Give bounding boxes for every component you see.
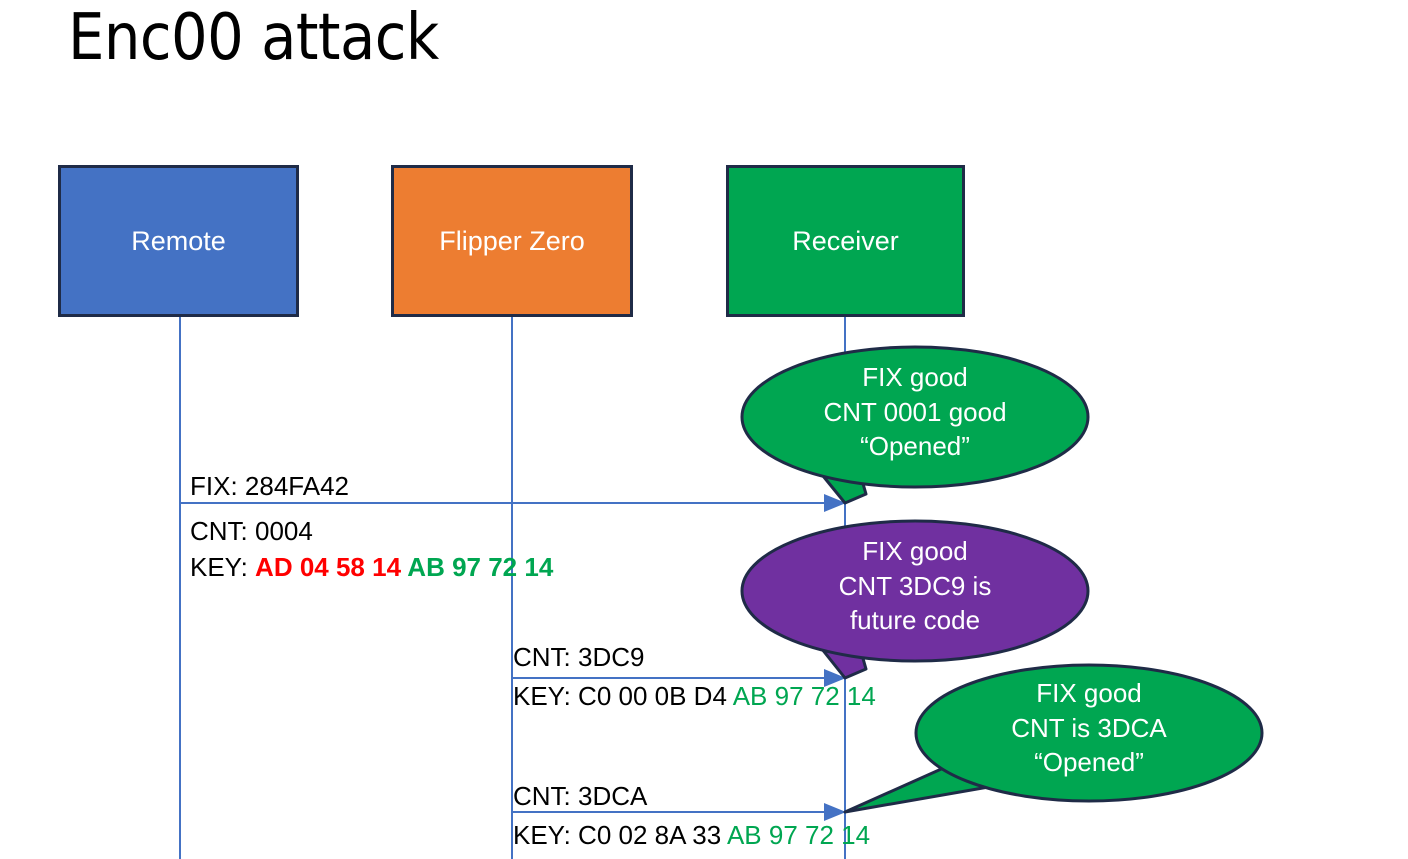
actor-label-flipper-zero: Flipper Zero <box>439 225 585 256</box>
callout-1-line-2: CNT 0001 good <box>823 396 1007 427</box>
message-2-key-green: AB 97 72 14 <box>732 681 876 711</box>
callout-2-text: FIX good CNT 3DC9 is future code <box>745 534 1085 638</box>
message-3-key-green: AB 97 72 14 <box>726 820 871 850</box>
callout-2-line-1: FIX good <box>862 536 968 566</box>
message-1-key-prefix: KEY: <box>190 552 256 582</box>
actor-label-remote: Remote <box>131 225 226 256</box>
message-1-key-red: AD 04 58 14 <box>255 552 408 582</box>
actor-box-remote[interactable]: Remote <box>58 165 299 317</box>
callout-3-line-2: CNT is 3DCA <box>1011 712 1167 743</box>
message-2-label-above: CNT: 3DC9 <box>513 642 645 672</box>
message-2-key-prefix: KEY: C0 00 0B D4 <box>513 681 733 711</box>
message-3-label-above: CNT: 3DCA <box>513 781 648 811</box>
callout-1-line-1: FIX good <box>862 362 968 392</box>
callout-3-line-1: FIX good <box>1036 678 1142 708</box>
message-3-label-key: KEY: C0 02 8A 33 AB 97 72 14 <box>513 822 870 848</box>
page-title: Enc00 attack <box>68 1 439 75</box>
message-1-label-above: FIX: 284FA42 <box>190 471 349 501</box>
message-2-label-key: KEY: C0 00 0B D4 AB 97 72 14 <box>513 683 876 709</box>
actor-label-receiver: Receiver <box>792 225 899 256</box>
callout-2-line-3: future code <box>849 605 981 636</box>
actor-box-receiver[interactable]: Receiver <box>726 165 965 317</box>
callout-3-line-3: “Opened” <box>1034 747 1144 778</box>
message-3-key-prefix: KEY: C0 02 8A 33 <box>513 820 727 850</box>
actor-box-flipper-zero[interactable]: Flipper Zero <box>391 165 633 317</box>
message-1-label-cnt: CNT: 0004 <box>190 516 313 546</box>
callout-3-text: FIX good CNT is 3DCA “Opened” <box>919 676 1259 780</box>
callout-1-text: FIX good CNT 0001 good “Opened” <box>745 360 1085 464</box>
message-1-label-key: KEY: AD 04 58 14 AB 97 72 14 <box>190 554 553 580</box>
callout-1-line-3: “Opened” <box>860 431 970 462</box>
callout-2-line-2: CNT 3DC9 is <box>838 570 992 601</box>
message-1-key-green: AB 97 72 14 <box>407 552 554 582</box>
